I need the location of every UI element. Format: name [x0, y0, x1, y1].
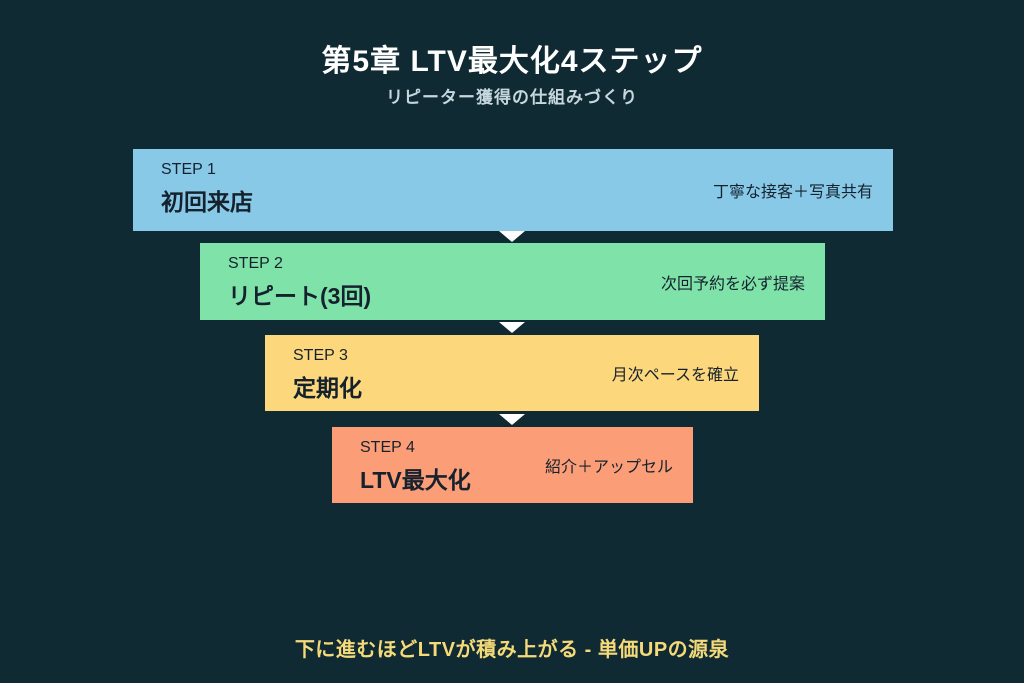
step-note: 月次ペースを確立 [611, 367, 739, 384]
step-box-3: STEP 3 定期化 月次ペースを確立 [265, 335, 759, 411]
down-arrow-icon [499, 414, 525, 425]
step-note: 紹介＋アップセル [544, 459, 673, 476]
page-title: 第5章 LTV最大化4ステップ [321, 45, 703, 78]
step-number: STEP 1 [161, 161, 216, 178]
step-number: STEP 4 [360, 439, 415, 456]
step-label: 初回来店 [161, 189, 253, 215]
step-number: STEP 3 [293, 347, 348, 364]
step-box-1: STEP 1 初回来店 丁寧な接客＋写真共有 [133, 149, 893, 231]
step-label: LTV最大化 [360, 467, 471, 493]
step-label: リピート(3回) [228, 283, 372, 309]
page-subtitle: リピーター獲得の仕組みづくり [386, 88, 638, 107]
step-note: 丁寧な接客＋写真共有 [712, 184, 873, 201]
step-label: 定期化 [293, 375, 362, 401]
step-box-2: STEP 2 リピート(3回) 次回予約を必ず提案 [200, 243, 825, 320]
down-arrow-icon [499, 322, 525, 333]
down-arrow-icon [499, 231, 525, 242]
step-number: STEP 2 [228, 255, 283, 272]
footer-caption: 下に進むほどLTVが積み上がる - 単価UPの源泉 [294, 639, 730, 661]
step-box-4: STEP 4 LTV最大化 紹介＋アップセル [332, 427, 693, 503]
step-note: 次回予約を必ず提案 [660, 275, 805, 293]
